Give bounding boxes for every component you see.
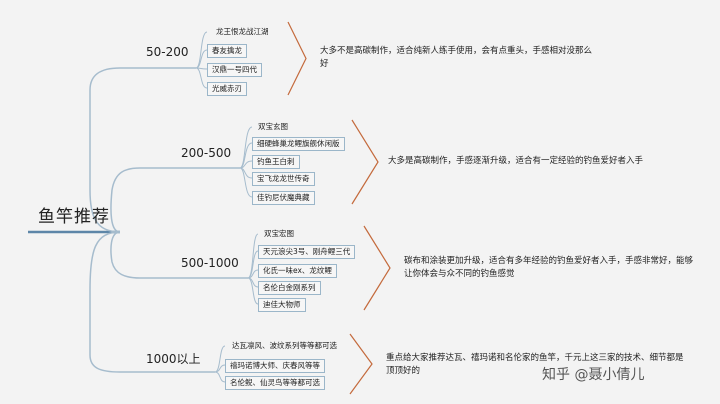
- item-node: 名伦鲵、仙灵鸟等等都可选: [225, 376, 325, 390]
- branch-note: 大多是高碳制作，手感逐渐升级，适合有一定经验的钓鱼爱好者入手: [388, 156, 644, 166]
- connector-item-2-4: [247, 277, 259, 305]
- item-node: 名伦白金刚系列: [258, 281, 321, 295]
- item-node: 双宝宏图: [264, 229, 294, 238]
- item-node: 双宝玄图: [258, 122, 288, 131]
- connector-item-1-1: [239, 142, 253, 169]
- branch-note: 碳布和涂装更加升级，适合有多年经验的钓鱼爱好者入手，手感非常好，能够让你体会与众…: [404, 256, 694, 279]
- connector-item-2-0: [247, 233, 259, 279]
- connector-branch-0: [89, 67, 196, 233]
- branch-label-50-200: 50-200: [146, 45, 189, 59]
- item-node: 春友擒龙: [207, 44, 247, 58]
- watermark: 知乎 @聂小倩儿: [542, 367, 645, 383]
- branch-note: 重点给大家推荐达瓦、禧玛诺和名伦家的鱼竿，千元上这三家的技术、细节都是顶顶好的: [386, 353, 684, 376]
- bracket-0: [287, 21, 307, 96]
- connector-branch-2: [110, 231, 248, 279]
- bracket-1: [351, 119, 379, 205]
- connector-branch-3: [89, 231, 215, 373]
- branch-note: 大多不是高碳制作，适合纯新人练手使用，会有点重头，手感相对没那么好: [320, 46, 593, 69]
- connector-item-3-2: [214, 371, 226, 383]
- root-node-title: 鱼竿推荐: [38, 207, 110, 227]
- connector-item-3-0: [214, 345, 226, 373]
- bracket-2: [363, 225, 391, 311]
- branch-label-1000-plus: 1000以上: [146, 352, 201, 366]
- connector-item-0-3: [195, 67, 208, 89]
- branch-label-200-500: 200-500: [181, 146, 232, 160]
- branch-label-500-1000: 500-1000: [181, 256, 239, 270]
- item-node: 汉鼎一号四代: [207, 63, 262, 77]
- item-node: 化氏一味ex、龙纹鲤: [258, 264, 337, 278]
- connector-item-1-0: [239, 126, 253, 169]
- item-node: 迪佳大物师: [258, 298, 306, 312]
- item-node: 钓鱼王白刺: [252, 155, 300, 169]
- connector-item-2-1: [247, 250, 259, 279]
- item-node: 龙王恨龙战江湖: [216, 27, 269, 36]
- item-node: 光威赤刃: [207, 82, 247, 96]
- bracket-3: [349, 333, 373, 395]
- item-node: 佳钓尼伏魔典藏: [252, 191, 315, 205]
- item-node: 达瓦凛风、波纹系列等等都可选: [232, 341, 337, 350]
- item-node: 禧玛诺博大师、庆春风等等: [225, 359, 325, 373]
- item-node: 细硬蜂巢龙鲤旗舰休闲版: [252, 137, 345, 151]
- item-node: 天元浪尖3号、刚舟鲤三代: [258, 245, 356, 259]
- connector-item-1-4: [239, 167, 253, 198]
- connector-branch-1: [110, 167, 240, 233]
- item-node: 宝飞龙龙世传奇: [252, 172, 315, 186]
- connector-item-0-1: [195, 49, 208, 69]
